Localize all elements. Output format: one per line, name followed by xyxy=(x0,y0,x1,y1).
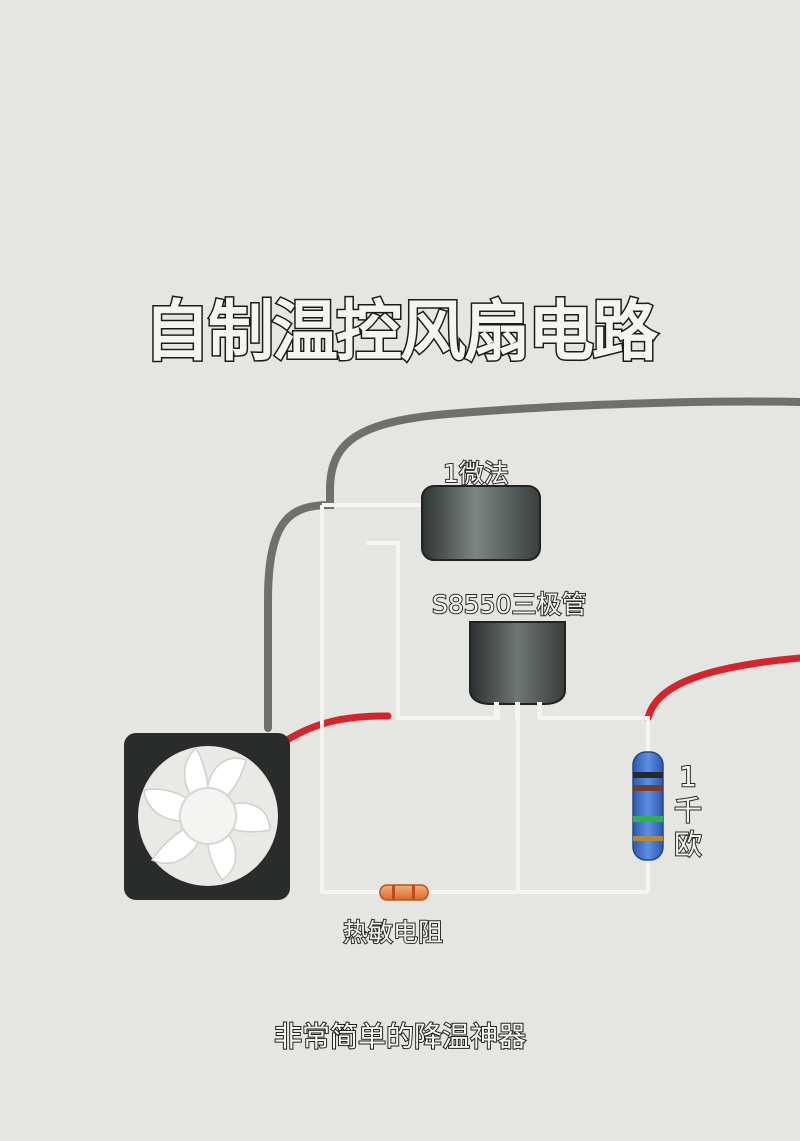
transistor xyxy=(469,621,566,718)
resistor-label: 1千欧 xyxy=(673,759,703,862)
transistor-label: S8550三极管 xyxy=(431,589,587,620)
red-wire-right xyxy=(644,654,800,722)
capacitor-label: 1微法 xyxy=(442,458,510,489)
caption: 非常简单的降温神器 xyxy=(273,1019,527,1054)
fan xyxy=(124,733,290,900)
capacitor xyxy=(421,485,541,561)
resistor xyxy=(632,751,664,861)
red-wire-left xyxy=(283,712,392,744)
gray-supply-wire xyxy=(264,397,800,732)
thermistor-label: 热敏电阻 xyxy=(342,917,444,948)
thermistor xyxy=(360,884,448,901)
page-title: 自制温控风扇电路 xyxy=(143,292,660,372)
